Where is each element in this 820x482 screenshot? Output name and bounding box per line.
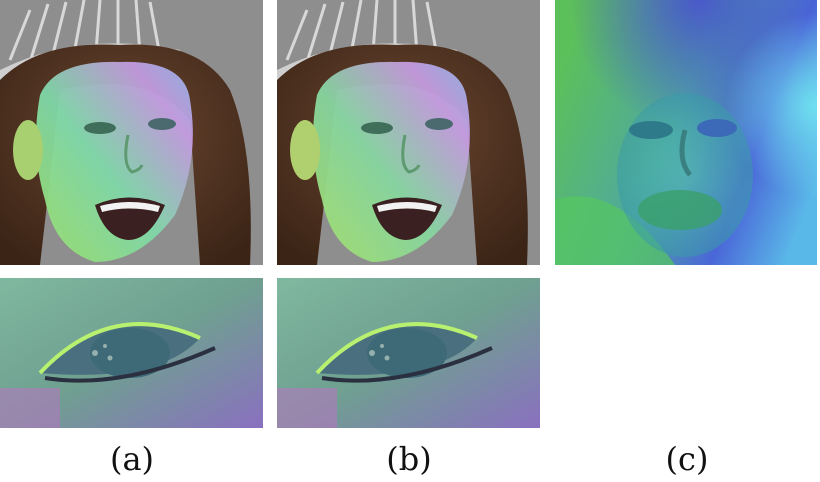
panel-c-normal-field-image	[555, 0, 817, 265]
panel-a-face-image	[0, 0, 263, 265]
panel-a-eye-closeup-image	[0, 278, 263, 428]
panel-b-face-image	[277, 0, 540, 265]
caption-a: (a)	[109, 440, 155, 478]
caption-c: (c)	[665, 440, 709, 478]
panel-b-eye-closeup-image	[277, 278, 540, 428]
caption-b: (b)	[386, 440, 432, 478]
